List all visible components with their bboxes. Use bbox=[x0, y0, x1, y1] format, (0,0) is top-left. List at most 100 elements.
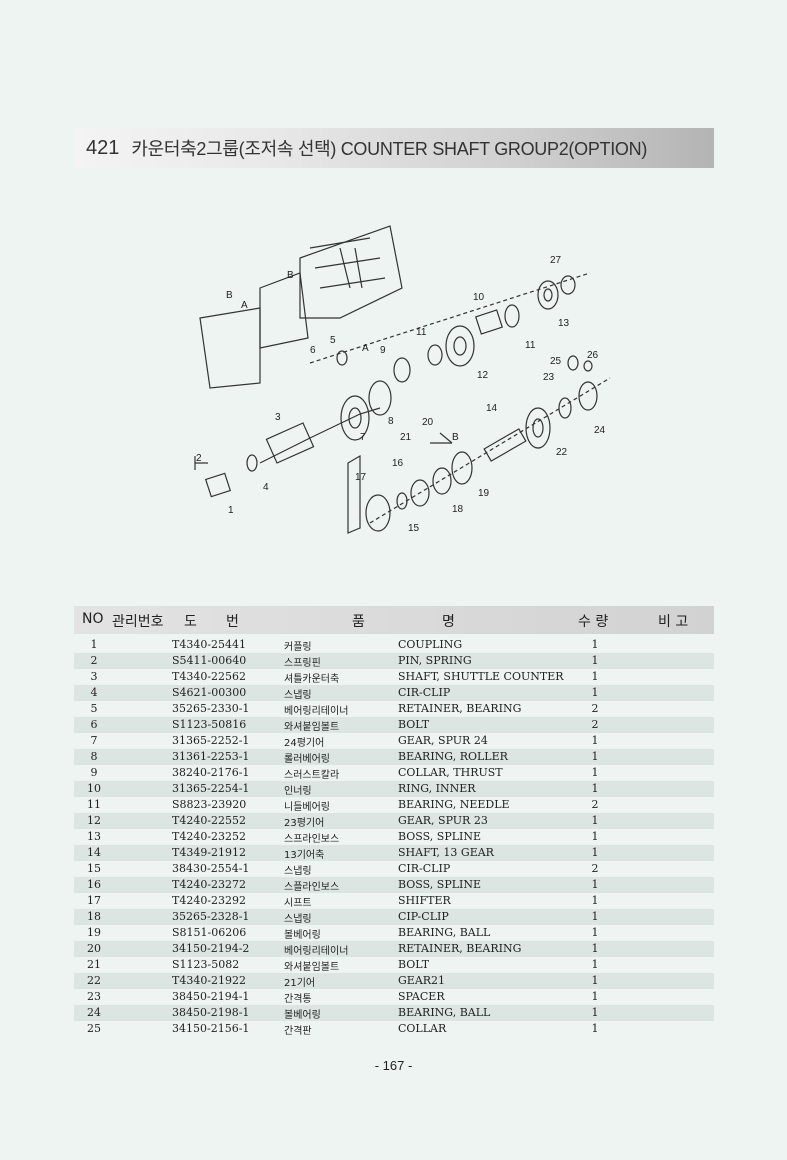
korean-name: 간격판 bbox=[284, 1026, 312, 1037]
row-number: 23 bbox=[87, 990, 101, 1003]
part-number: 38240-2176-1 bbox=[172, 766, 250, 779]
callout-21: 21 bbox=[400, 432, 412, 443]
callout-26: 26 bbox=[587, 350, 599, 361]
quantity: 1 bbox=[591, 974, 599, 987]
header-item-1: 품 bbox=[352, 614, 365, 630]
part-name: SHAFT, SHUTTLE COUNTER bbox=[398, 670, 564, 683]
header-drawing-2: 번 bbox=[226, 614, 239, 630]
part-number: 38430-2554-1 bbox=[172, 862, 250, 875]
part-name: BOLT bbox=[398, 718, 430, 731]
part-name: CIR-CLIP bbox=[398, 686, 451, 699]
part-name: BOSS, SPLINE bbox=[398, 830, 482, 843]
row-number: 9 bbox=[90, 766, 98, 779]
row-number: 6 bbox=[90, 718, 98, 731]
korean-name: 셔틀카운터축 bbox=[284, 674, 340, 685]
callout-19: 19 bbox=[478, 488, 490, 499]
quantity: 1 bbox=[591, 638, 599, 651]
quantity: 1 bbox=[591, 1006, 599, 1019]
callout-8: 8 bbox=[388, 416, 394, 427]
row-number: 16 bbox=[87, 878, 101, 891]
callout-14: 14 bbox=[486, 403, 498, 414]
section-title: 카운터축2그룹(조저속 선택) COUNTER SHAFT GROUP2(OPT… bbox=[131, 139, 648, 159]
row-number: 3 bbox=[90, 670, 98, 683]
exploded-parts-diagram: 27 10 13 11 11 12 5 9 A 6 B A B 25 26 23… bbox=[194, 225, 611, 534]
row-number: 20 bbox=[87, 942, 101, 955]
callout-4: 4 bbox=[263, 482, 269, 493]
part-name: GEAR, SPUR 24 bbox=[398, 734, 488, 747]
part-name: RING, INNER bbox=[398, 782, 476, 795]
header-remarks: 비 고 bbox=[658, 614, 689, 630]
quantity: 1 bbox=[591, 990, 599, 1003]
page-number: - 167 - bbox=[374, 1058, 413, 1073]
part-number: 34150-2156-1 bbox=[172, 1022, 250, 1035]
part-number: S8823-23920 bbox=[172, 798, 247, 811]
gear-12 bbox=[445, 325, 475, 367]
quantity: 1 bbox=[591, 670, 599, 683]
shaft-14 bbox=[483, 428, 527, 462]
section-number: 421 bbox=[86, 136, 120, 159]
korean-name: 인너링 bbox=[284, 786, 312, 797]
korean-name: 롤러베어링 bbox=[284, 754, 330, 765]
section-title-bar: 421 카운터축2그룹(조저속 선택) COUNTER SHAFT GROUP2… bbox=[74, 128, 714, 168]
korean-name: 스프링핀 bbox=[284, 658, 321, 669]
callout-9: 9 bbox=[380, 345, 386, 356]
korean-name: 스러스트칼라 bbox=[284, 770, 340, 781]
row-number: 24 bbox=[87, 1006, 101, 1019]
lower-shaft-line bbox=[369, 377, 611, 524]
row-number: 18 bbox=[87, 910, 101, 923]
part-number: T4240-23252 bbox=[172, 830, 247, 843]
quantity: 1 bbox=[591, 782, 599, 795]
callout-20: 20 bbox=[422, 417, 434, 428]
korean-name: 볼베어링 bbox=[284, 930, 321, 941]
shaft-3 bbox=[259, 407, 381, 464]
korean-name: 베어링리테이너 bbox=[284, 946, 349, 957]
quantity: 1 bbox=[591, 894, 599, 907]
clip-18 bbox=[432, 467, 452, 495]
korean-name: 간격통 bbox=[284, 994, 312, 1005]
header-mgmt-number: 관리번호 bbox=[112, 614, 164, 630]
callout-16: 16 bbox=[392, 458, 404, 469]
part-number: 35265-2330-1 bbox=[172, 702, 250, 715]
korean-name: 21기어 bbox=[284, 978, 316, 989]
housing-outline bbox=[299, 225, 403, 319]
inner-ring-10 bbox=[475, 309, 503, 335]
callout-B3: B bbox=[452, 432, 459, 443]
callout-24: 24 bbox=[594, 425, 606, 436]
callout-5: 5 bbox=[330, 335, 336, 346]
part-name: SHIFTER bbox=[398, 894, 451, 907]
callout-6: 6 bbox=[310, 345, 316, 356]
korean-name: 시프트 bbox=[284, 898, 312, 909]
row-number: 8 bbox=[90, 750, 98, 763]
collar-9 bbox=[393, 357, 411, 383]
part-number: 38450-2194-1 bbox=[172, 990, 250, 1003]
quantity: 2 bbox=[591, 798, 599, 811]
quantity: 1 bbox=[591, 686, 599, 699]
quantity: 2 bbox=[591, 718, 599, 731]
parts-table-header: NO 관리번호 도 번 품 명 수 량 비 고 bbox=[74, 606, 714, 634]
boss-16 bbox=[410, 479, 430, 507]
part-name: GEAR, SPUR 23 bbox=[398, 814, 488, 827]
part-name: COLLAR, THRUST bbox=[398, 766, 503, 779]
collar-25 bbox=[567, 355, 579, 371]
part-name: BEARING, NEEDLE bbox=[398, 798, 510, 811]
part-number: S1123-5082 bbox=[172, 958, 240, 971]
bearing-8 bbox=[368, 380, 392, 416]
callout-25: 25 bbox=[550, 356, 562, 367]
part-number: S8151-06206 bbox=[172, 926, 247, 939]
part-number: 31365-2252-1 bbox=[172, 734, 250, 747]
